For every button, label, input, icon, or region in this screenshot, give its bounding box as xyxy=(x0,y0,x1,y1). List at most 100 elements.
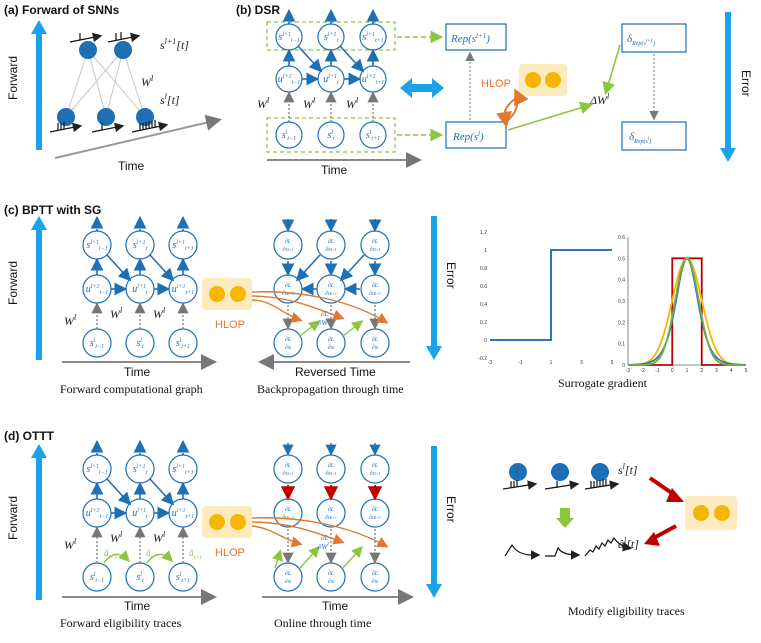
svg-text:Reversed Time: Reversed Time xyxy=(295,365,376,379)
y-tick-label: 0.1 xyxy=(618,342,625,348)
dsr-time-label: Time xyxy=(321,163,348,177)
svg-text:Time: Time xyxy=(124,365,151,379)
x-tick-label: 1 xyxy=(686,368,689,374)
panel-d-title: (d) OTTT xyxy=(4,429,55,443)
svg-text:Wl: Wl xyxy=(110,530,123,545)
hlop-label: HLOP xyxy=(481,78,511,90)
svg-text:∂L: ∂L xyxy=(328,506,335,513)
caption-forward-graph: Forward computational graph xyxy=(60,382,203,396)
x-tick-label: 3 xyxy=(580,360,583,366)
neuron-bottom-2 xyxy=(97,108,115,126)
caption-modify-traces: Modify eligibility traces xyxy=(568,604,685,618)
x-tick-label: 4 xyxy=(730,368,733,374)
caption-online: Online through time xyxy=(274,616,371,630)
y-tick-label: 0.2 xyxy=(480,320,487,326)
svg-text:Wl: Wl xyxy=(153,306,166,321)
dsr-error-label: Error xyxy=(739,70,753,97)
svg-text:∂L: ∂L xyxy=(321,534,328,542)
neuron-top-2 xyxy=(114,41,132,59)
delta-cur-box xyxy=(621,121,687,151)
x-tick-label: -3 xyxy=(626,368,631,374)
neuron-bottom-3 xyxy=(136,108,154,126)
panel-a-title: (a) Forward of SNNs xyxy=(4,3,120,17)
svg-text:∂L: ∂L xyxy=(328,282,335,289)
svg-text:∂L: ∂L xyxy=(372,336,379,343)
svg-text:∂ul+1: ∂ul+1 xyxy=(325,290,337,297)
svg-text:∂L: ∂L xyxy=(285,570,292,577)
svg-text:Rep(sl): Rep(sl) xyxy=(452,130,484,143)
time-label: Time xyxy=(118,159,145,173)
svg-text:Wl: Wl xyxy=(110,306,123,321)
panel-c-title: (c) BPTT with SG xyxy=(4,203,101,217)
svg-text:slt: slt xyxy=(136,572,144,584)
y-tick-label: 0.6 xyxy=(480,284,487,290)
svg-text:∂Wl: ∂Wl xyxy=(318,543,329,551)
hlop-box xyxy=(519,64,567,96)
y-tick-label: 0.5 xyxy=(618,256,625,262)
svg-text:Wl: Wl xyxy=(303,96,316,111)
label-s-next: sl+1[t] xyxy=(160,37,189,52)
svg-text:slt: slt xyxy=(136,338,144,350)
svg-text:∂ul+1: ∂ul+1 xyxy=(282,514,294,521)
step-series-line xyxy=(490,249,612,341)
svg-text:Error: Error xyxy=(444,496,458,523)
svg-text:∂L: ∂L xyxy=(328,238,335,245)
spike-trains xyxy=(49,32,169,133)
svg-text:Wl: Wl xyxy=(153,530,166,545)
panel-b-title: (b) DSR xyxy=(236,3,280,17)
delta-next-box xyxy=(621,23,687,53)
svg-text:∂sl+1: ∂sl+1 xyxy=(369,470,380,477)
svg-text:Wl: Wl xyxy=(64,313,77,328)
label-s-cur: sl[t] xyxy=(160,92,180,107)
rep-next-box xyxy=(445,23,507,51)
time-arrow xyxy=(54,114,222,159)
y-tick-label: 1.2 xyxy=(480,230,487,236)
svg-text:∂sl: ∂sl xyxy=(328,344,335,351)
y-tick-label: 0.4 xyxy=(480,302,487,308)
forward-label: Forward xyxy=(6,56,20,100)
series-sigmoid-derivative xyxy=(627,257,747,366)
x-tick-label: -1 xyxy=(655,368,660,374)
panel-a: (a) Forward of SNNs Forward Time sl+1[t]… xyxy=(4,3,222,173)
svg-text:Forward: Forward xyxy=(6,496,20,540)
x-tick-label: 5 xyxy=(611,360,614,366)
x-tick-label: -2 xyxy=(641,368,646,374)
caption-eligibility: Forward eligibility traces xyxy=(60,616,182,630)
svg-text:Time: Time xyxy=(322,599,349,613)
svg-text:∂L: ∂L xyxy=(285,282,292,289)
x-tick-label: 5 xyxy=(745,368,748,374)
svg-text:∂L: ∂L xyxy=(328,462,335,469)
caption-surrogate: Surrogate gradient xyxy=(558,376,648,390)
svg-text:sl[t]: sl[t] xyxy=(618,462,638,477)
y-tick-label: -0.2 xyxy=(478,356,487,362)
svg-text:∂L: ∂L xyxy=(372,570,379,577)
svg-text:Wl: Wl xyxy=(257,96,270,111)
svg-text:HLOP: HLOP xyxy=(215,547,245,559)
c-forward-label: Forward xyxy=(6,261,20,305)
x-tick-label: 1 xyxy=(550,360,553,366)
svg-text:ât−1: ât−1 xyxy=(104,548,117,561)
rep-cur-box xyxy=(445,121,507,149)
y-tick-label: 1 xyxy=(484,248,487,254)
modify-traces-diagram: sl[t] âl[t] xyxy=(502,462,737,560)
y-tick-label: 0.4 xyxy=(618,278,625,284)
label-weight: Wl xyxy=(141,74,154,89)
svg-text:Wl: Wl xyxy=(64,537,77,552)
svg-text:âl[t]: âl[t] xyxy=(618,536,639,551)
svg-text:∂sl: ∂sl xyxy=(328,578,335,585)
svg-text:∂sl+1: ∂sl+1 xyxy=(282,470,293,477)
svg-text:Wl: Wl xyxy=(346,96,359,111)
y-tick-label: 0.6 xyxy=(618,235,625,241)
neuron-bottom-1 xyxy=(57,108,75,126)
x-tick-label: 3 xyxy=(715,368,718,374)
svg-text:ât: ât xyxy=(146,548,153,561)
svg-text:∂sl+1: ∂sl+1 xyxy=(325,246,336,253)
svg-text:∂sl: ∂sl xyxy=(372,344,379,351)
node-s-cur-3 xyxy=(359,121,387,149)
svg-text:∂sl: ∂sl xyxy=(372,578,379,585)
svg-text:∂Wl: ∂Wl xyxy=(318,319,329,327)
series-gaussian xyxy=(627,257,747,366)
svg-text:∂sl: ∂sl xyxy=(285,578,292,585)
